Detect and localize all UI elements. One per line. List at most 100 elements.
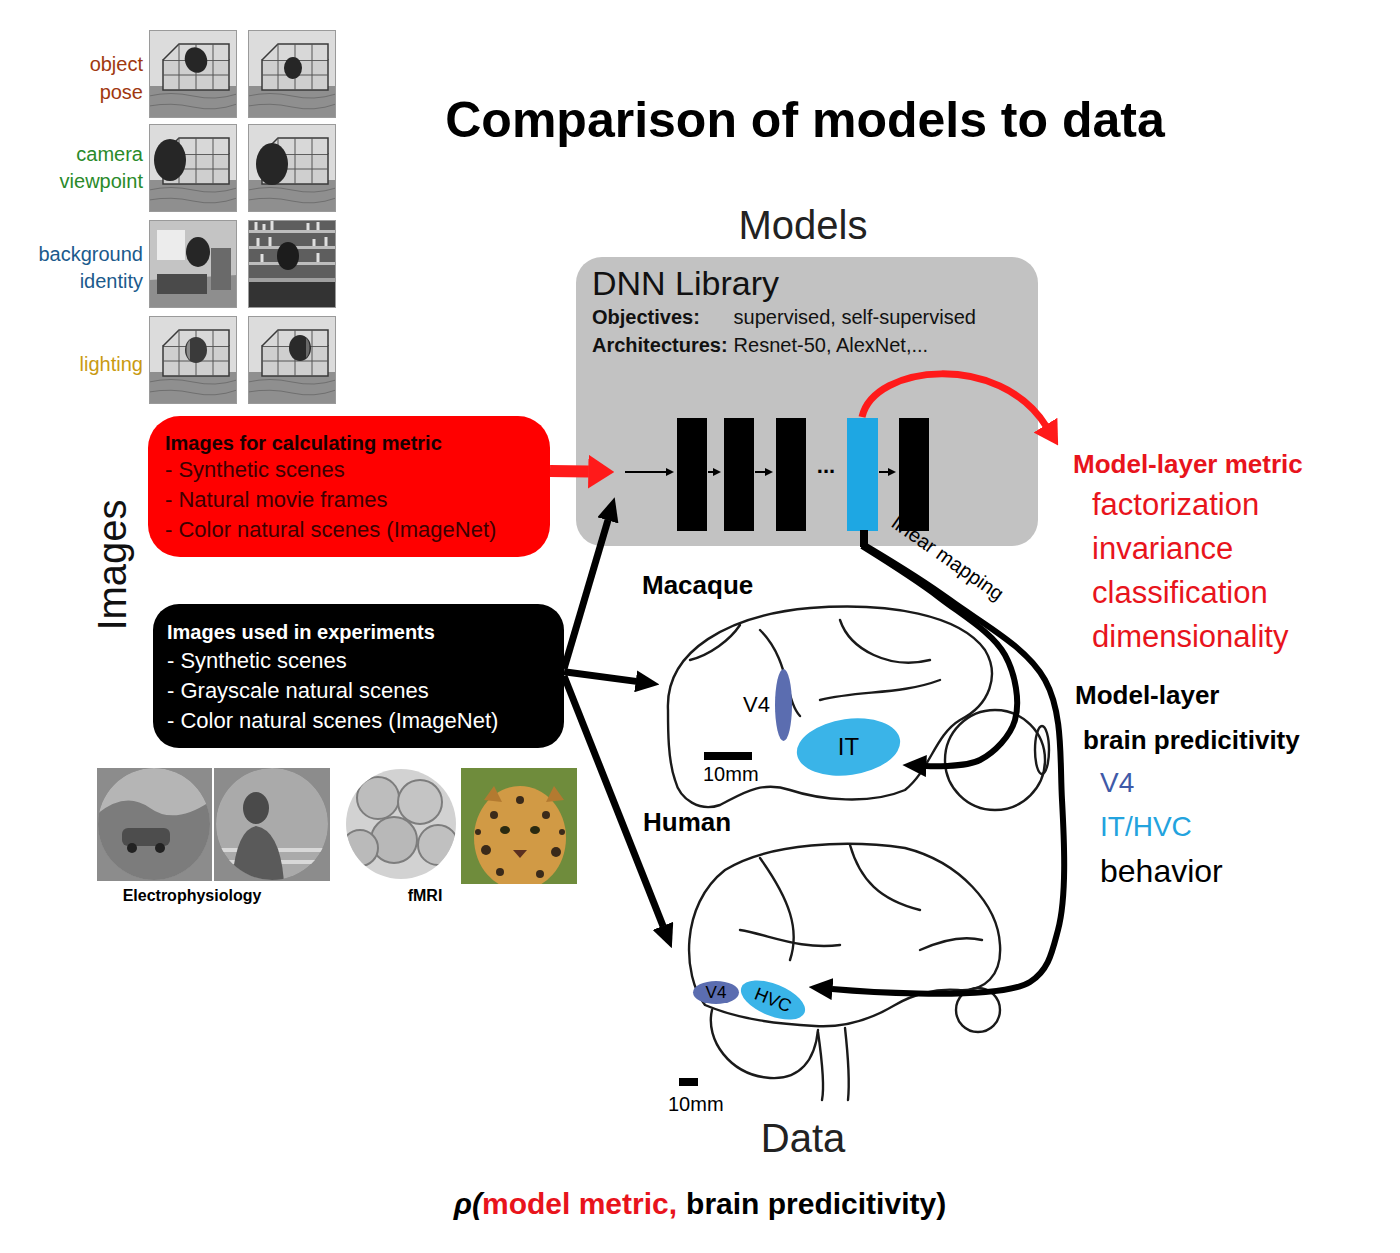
- illustration-circle: [490, 811, 498, 819]
- scale-label: 10mm: [668, 1092, 724, 1116]
- layer-arrow: [708, 471, 714, 473]
- photo-frame: [97, 768, 212, 881]
- head-object: [256, 143, 288, 185]
- section-label: Data: [761, 1114, 846, 1162]
- brain-region: HVC: [738, 978, 808, 1022]
- thumbnail-grid: [149, 30, 336, 404]
- fruit: [418, 825, 458, 865]
- brain-region: V4: [774, 668, 793, 742]
- brain-region: V4: [692, 980, 740, 1005]
- leopard-eye: [530, 826, 540, 834]
- list-item: - Color natural scenes (ImageNet): [167, 706, 550, 736]
- metric-item: factorization: [1092, 486, 1259, 523]
- factor-label: lighting: [43, 350, 143, 378]
- list-item: - Synthetic scenes: [165, 455, 533, 485]
- illustration-circle: [496, 868, 504, 876]
- metric-item: classification: [1092, 574, 1268, 611]
- dnn-library-box: DNN LibraryObjectives:supervised, self-s…: [576, 257, 1038, 546]
- formula-part: brain predicitivity): [686, 1186, 946, 1222]
- brain-outline-stroke: [920, 938, 982, 950]
- diagram-title: Comparison of models to data: [445, 91, 1165, 149]
- formula-row: ρ(model metric,brain predicitivity): [0, 1186, 1400, 1222]
- layer-arrow: [879, 471, 889, 473]
- photo-hill: [96, 800, 212, 882]
- network-layer-selected: [847, 418, 878, 531]
- region-ellipse-shape: [793, 712, 904, 782]
- metric-heading: Model-layer metric: [1073, 449, 1303, 480]
- region-label: V4: [706, 984, 727, 1002]
- brain-outline-stroke: [1035, 726, 1049, 774]
- photo-caption: Electrophysiology: [123, 886, 262, 905]
- photo-body: [232, 826, 284, 882]
- illustration-circle: [516, 796, 524, 804]
- scale-bar: [704, 752, 752, 760]
- predictivity-item: IT/HVC: [1100, 810, 1192, 844]
- region-ellipse-shape: [693, 981, 739, 1004]
- head-object: [181, 44, 211, 76]
- layer-arrow: [625, 471, 667, 473]
- photo-fruit: [342, 777, 458, 866]
- photo-person: [214, 768, 330, 882]
- brain-outline-stroke: [689, 844, 1000, 1026]
- leopard-head: [474, 786, 566, 884]
- section-label: Images: [88, 499, 136, 630]
- region-label: V4: [743, 693, 770, 717]
- connector-arrow: [550, 465, 589, 478]
- photo-landscape: [96, 768, 212, 882]
- connector-arrow: [564, 676, 663, 926]
- field-value: Resnet-50, AlexNet,...: [734, 331, 1022, 359]
- formula-part: model metric,: [482, 1186, 677, 1222]
- photo-car: [122, 828, 170, 846]
- scene-thumbnail: [149, 220, 237, 308]
- section-label: Models: [739, 201, 868, 249]
- head-highlight: [306, 338, 310, 358]
- list-item: - Grayscale natural scenes: [167, 676, 550, 706]
- formula-part: ρ(: [454, 1186, 482, 1222]
- head-object: [185, 337, 207, 363]
- list-item: - Natural movie frames: [165, 485, 533, 515]
- box-heading: DNN Library: [592, 263, 1022, 303]
- brain-region: IT: [795, 716, 902, 778]
- fruit: [371, 817, 417, 863]
- fruit: [398, 780, 442, 824]
- photo-leopard: [461, 768, 577, 884]
- factor-label: camera viewpoint: [43, 141, 143, 195]
- head-object: [284, 57, 302, 79]
- predictivity-item: V4: [1100, 766, 1134, 800]
- network-layer: [677, 418, 707, 531]
- brain-outline-stroke: [820, 680, 940, 700]
- factor-label: background identity: [25, 241, 143, 295]
- photo-wheel: [127, 843, 137, 853]
- head-object: [154, 139, 186, 181]
- network-layer: [776, 418, 806, 531]
- brain-outline-stroke: [740, 930, 840, 946]
- leopard-ear: [484, 786, 564, 802]
- leopard-nose: [513, 850, 527, 858]
- box-heading: Images used in experiments: [167, 620, 550, 644]
- scene-thumbnail: [149, 316, 237, 404]
- field-value: supervised, self-supervised: [734, 303, 1022, 331]
- leopard-eye: [500, 826, 510, 834]
- brain-outline-stroke: [668, 607, 992, 807]
- connector-arrow: [832, 546, 1064, 994]
- region-label: IT: [838, 734, 859, 760]
- region-ellipse-shape: [775, 669, 792, 741]
- brain-outline: [672, 840, 1007, 1105]
- head-object: [289, 335, 311, 361]
- photo-frame: [214, 768, 330, 881]
- scene-thumbnail: [248, 30, 336, 118]
- photo-wheel: [155, 843, 165, 853]
- predictivity-item: behavior: [1100, 852, 1223, 890]
- layer-arrow: [755, 471, 766, 473]
- brain-outline-stroke: [690, 625, 740, 660]
- image-set-box: Images for calculating metric- Synthetic…: [148, 416, 550, 557]
- region-ellipse: [774, 668, 793, 742]
- scene-thumbnail: [248, 316, 336, 404]
- brain-outline-stroke: [818, 1028, 849, 1100]
- human-brain: HumanV4HVC: [672, 840, 1007, 1105]
- brain-outline-stroke: [760, 858, 794, 960]
- image-set-box: Images used in experiments- Synthetic sc…: [153, 604, 564, 748]
- factor-label: object pose: [53, 50, 143, 106]
- illustration-circle: [475, 829, 481, 835]
- metric-item: dimensionality: [1092, 618, 1288, 655]
